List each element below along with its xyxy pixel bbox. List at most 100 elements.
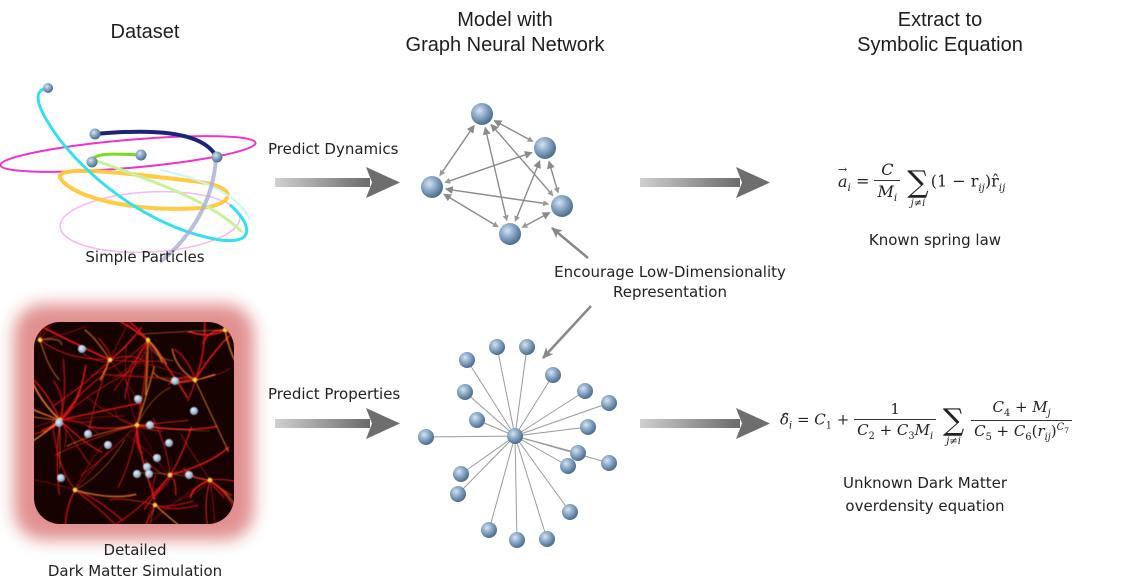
dm-filament: [136, 424, 156, 500]
dm-filament: [174, 348, 196, 381]
graph-edge: [457, 435, 516, 495]
eq-summation: ∑ j≠i: [942, 403, 965, 448]
dm-filament: [169, 446, 230, 476]
dm-halo-marker: [190, 407, 198, 415]
dm-filament: [209, 478, 234, 487]
dm-halo-marker: [134, 395, 142, 403]
dm-halo: [207, 477, 213, 483]
graph-node: [509, 532, 525, 548]
graph-edge: [496, 346, 516, 437]
dm-filament: [39, 322, 62, 341]
orbit-green-trail: [93, 158, 244, 234]
dm-filament: [113, 339, 149, 391]
dm-filament: [34, 419, 61, 438]
header-model-line2: Graph Neural Network: [405, 34, 605, 56]
annotation-arrow-top: [551, 227, 589, 259]
dm-filament: [180, 433, 211, 481]
dm-filament: [144, 339, 149, 396]
dm-halo: [72, 487, 78, 493]
graph-edge: [482, 126, 509, 222]
dm-halo-marker: [84, 430, 92, 438]
dm-filament: [88, 359, 111, 434]
graph-edge: [514, 160, 541, 222]
annotation-arrow-bottom: [542, 305, 592, 359]
dm-filament: [59, 415, 125, 421]
dm-filament: [64, 489, 76, 524]
graph-node: [551, 195, 573, 217]
header-model: Model with Graph Neural Network: [340, 8, 670, 58]
dm-filament: [189, 479, 211, 499]
dm-halo-marker: [133, 470, 141, 478]
dm-filament: [66, 424, 138, 447]
graph-edge: [514, 435, 571, 513]
dm-filament: [84, 329, 111, 361]
dm-filament: [194, 379, 229, 453]
dark-matter-caption-line1: Unknown Dark Matter: [842, 474, 1008, 492]
dm-filament: [84, 322, 149, 341]
graph-node: [469, 412, 485, 428]
dm-halo: [152, 502, 158, 508]
header-dataset: Dataset: [60, 20, 230, 45]
particle: [89, 128, 101, 140]
eq-fraction-1: 1 C2 + C3Mi: [854, 400, 937, 442]
graph-node: [471, 103, 493, 125]
eq-fraction: C Mi: [874, 160, 901, 204]
header-model-line1: Model with: [457, 9, 553, 31]
dm-filament: [194, 367, 231, 381]
dm-filament: [74, 439, 126, 491]
graph-edge: [443, 193, 499, 228]
dm-halo-marker: [104, 441, 112, 449]
dm-filament: [34, 362, 61, 421]
orbit-navy-faint: [158, 157, 218, 264]
dark-matter-label: Detailed Dark Matter Simulation: [20, 540, 250, 582]
dm-filament: [37, 322, 42, 341]
graph-edge: [514, 374, 554, 437]
particle: [86, 156, 98, 168]
dark-matter-label-line1: Detailed: [103, 541, 167, 559]
dm-filament: [39, 338, 63, 346]
dm-halo: [107, 357, 113, 363]
graph-node: [453, 466, 469, 482]
dm-filament: [34, 322, 41, 341]
dm-filament: [109, 498, 156, 506]
dm-filament: [81, 322, 149, 341]
graph-node: [499, 223, 521, 245]
graph-edge: [547, 160, 560, 194]
dm-halo: [192, 377, 198, 383]
graph-node: [577, 383, 593, 399]
header-extract-line2: Symbolic Equation: [857, 34, 1023, 56]
eq-fraction-2: C4 + Mj C5 + C6(rij)C7: [971, 398, 1073, 443]
predict-dynamics-label: Predict Dynamics: [268, 140, 399, 158]
dm-halo: [145, 337, 151, 343]
dm-halo-marker: [185, 471, 193, 479]
dm-halo: [37, 337, 43, 343]
dm-filament: [56, 419, 61, 496]
annotation-text: Encourage Low-Dimensionality Representat…: [520, 262, 820, 302]
dm-filament: [105, 373, 196, 381]
dm-halo-marker: [145, 470, 153, 478]
arrow-extract-bottom: [640, 408, 770, 439]
dm-filament: [51, 419, 76, 491]
graph-node: [519, 339, 535, 355]
dm-filament: [39, 339, 60, 381]
orbit-magenta: [0, 135, 257, 173]
graph-node: [457, 384, 473, 400]
dm-halo-marker: [165, 439, 173, 447]
dm-filament: [138, 329, 226, 335]
graph-node: [481, 522, 497, 538]
graph-edge: [425, 435, 516, 438]
dm-halo-marker: [57, 474, 65, 482]
annotation-line1: Encourage Low-Dimensionality: [554, 263, 786, 281]
graph-node: [601, 395, 617, 411]
dm-filament: [127, 435, 171, 476]
dm-halo-marker: [153, 454, 161, 462]
dm-filament: [136, 351, 148, 426]
graph-edge: [514, 402, 610, 437]
dm-filament: [109, 356, 145, 362]
dm-filament: [127, 504, 156, 524]
particle: [135, 149, 147, 161]
dm-filament: [136, 387, 171, 426]
particle: [211, 151, 223, 163]
spring-law-equation: →ai = C Mi ∑ j≠i (1 − rij)r̂ij: [838, 160, 1006, 209]
dm-filament: [59, 388, 82, 421]
